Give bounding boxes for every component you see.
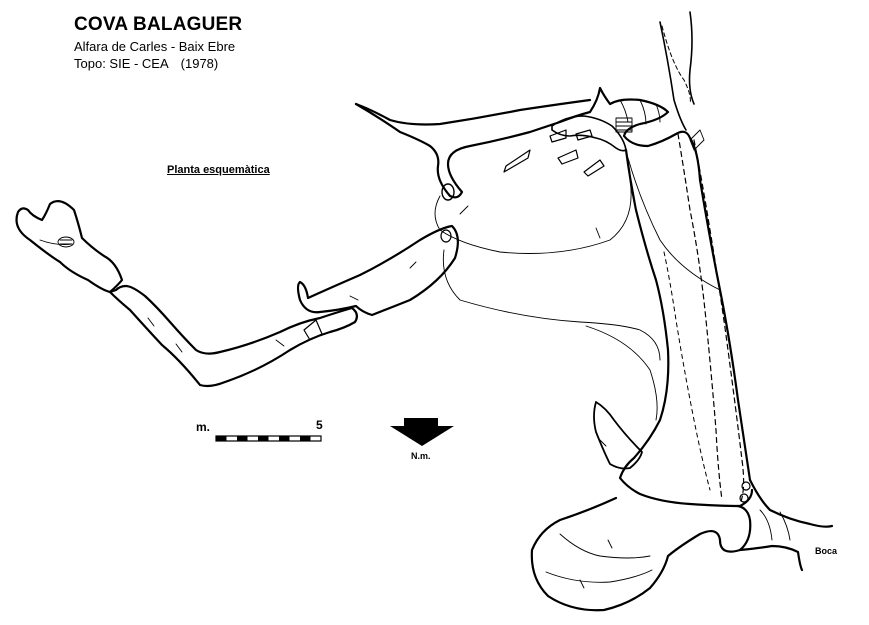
boulder-symbol <box>303 319 323 341</box>
contour-line <box>585 325 658 421</box>
cave-wall-south-chamber <box>530 496 752 612</box>
cave-wall-south-gallery <box>618 148 754 508</box>
survey-ticks <box>147 205 613 589</box>
map-location: Alfara de Carles - Baix Ebre <box>74 39 236 54</box>
cave-wall-entrance <box>748 478 834 528</box>
cave-wall-mid-passage <box>296 224 459 317</box>
boulder-symbol <box>503 149 531 173</box>
contour-line <box>545 569 653 583</box>
dashed-contour <box>663 251 711 491</box>
cave-wall-main-north <box>354 86 752 482</box>
contour-line <box>759 509 773 541</box>
cave-wall-main-top <box>354 98 592 126</box>
cave-wall-west-lobe <box>15 199 124 294</box>
map-credit: Topo: SIE - CEA (1978) <box>74 56 218 71</box>
cave-wall-entrance-south <box>738 544 804 572</box>
contour-line <box>442 249 661 361</box>
contour-line <box>434 179 632 254</box>
map-title: COVA BALAGUER <box>74 14 243 35</box>
rock-symbol <box>741 481 751 491</box>
boulder-symbol <box>557 149 579 165</box>
cave-wall-inner-chamber <box>551 115 627 152</box>
north-label: N.m. <box>411 451 431 461</box>
entrance-label: Boca <box>815 546 838 556</box>
rock-symbol <box>440 229 452 243</box>
cave-wall-west-passage <box>108 284 359 388</box>
cave-wall-spur <box>593 401 643 470</box>
contour-line <box>559 533 651 559</box>
contour-line <box>655 103 661 123</box>
rock-symbol <box>441 183 455 201</box>
hatch-feature <box>57 117 705 248</box>
plan-label: Planta esquemàtica <box>167 164 270 176</box>
boulder-symbol <box>575 129 593 141</box>
north-arrow-icon <box>390 418 454 446</box>
topo-credit: Topo: SIE - CEA <box>74 56 169 71</box>
dashed-contour <box>661 25 691 105</box>
scale-right-label: 5 <box>316 418 323 432</box>
dashed-contour <box>693 139 745 505</box>
shaft-line <box>688 11 695 105</box>
dashed-contour <box>677 133 723 501</box>
shaft-line <box>659 21 687 131</box>
scale-bar <box>215 435 322 442</box>
contour-line <box>619 99 629 123</box>
boulder-symbol <box>549 129 567 143</box>
rock-symbol <box>739 493 749 503</box>
scale-left-label: m. <box>196 420 211 434</box>
boulder-symbol <box>583 159 605 177</box>
contour-line <box>779 511 791 541</box>
topo-year: (1978) <box>180 56 219 71</box>
contour-line <box>639 99 647 125</box>
contour-line <box>627 157 721 291</box>
